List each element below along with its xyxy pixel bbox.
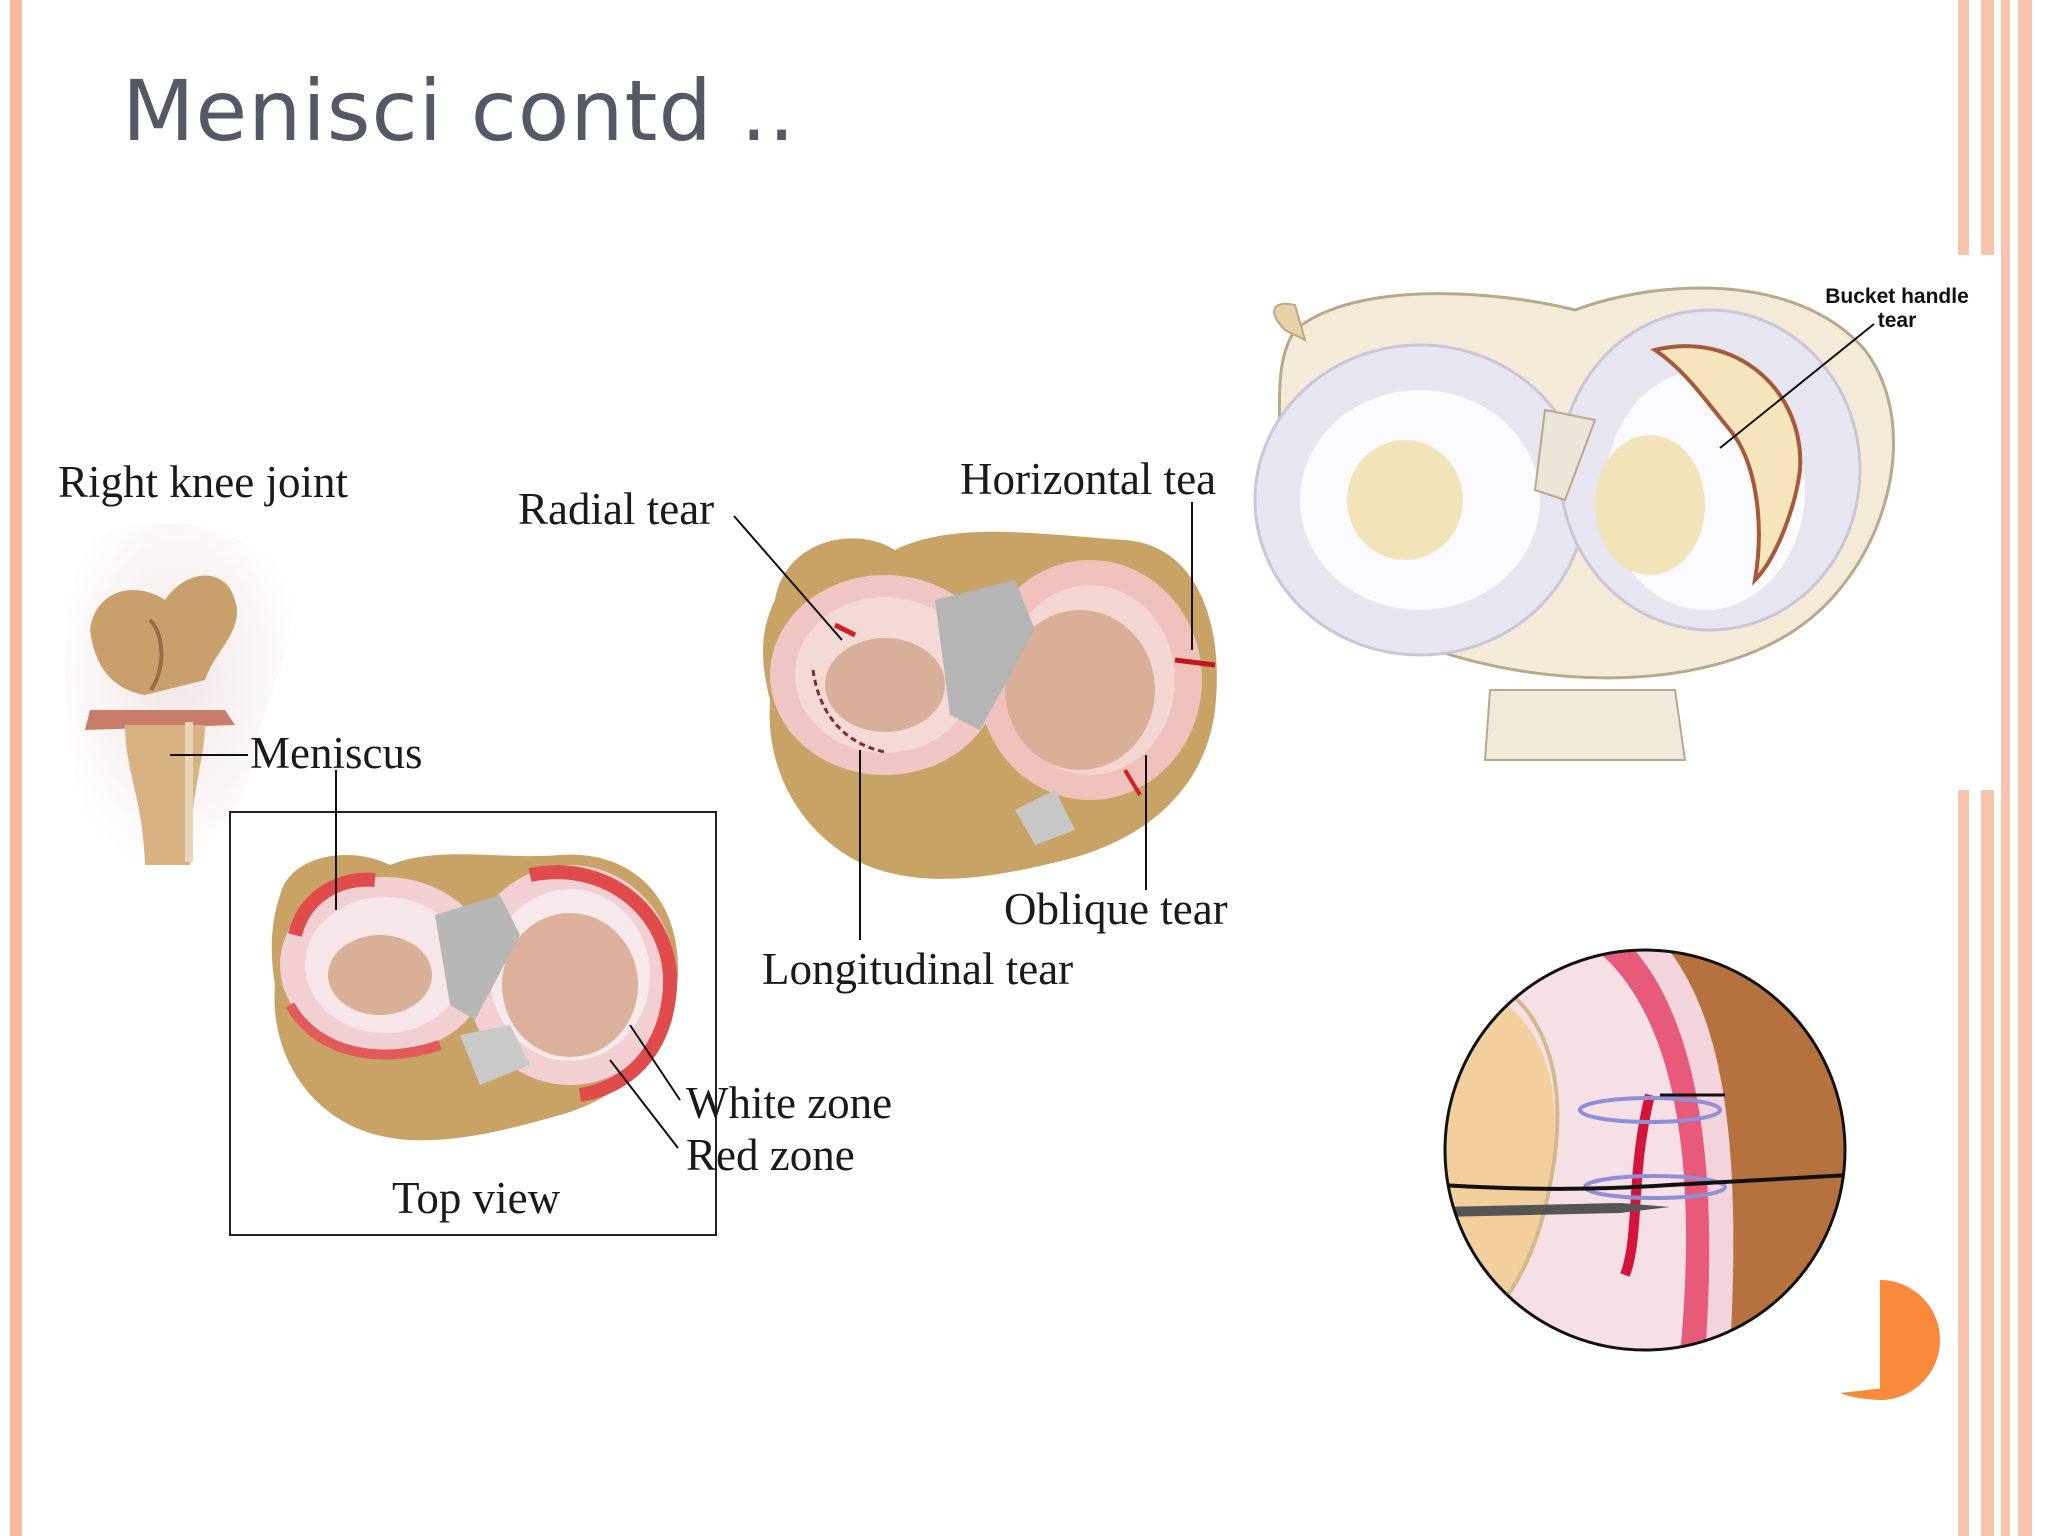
label-oblique-tear: Oblique tear <box>1004 884 1228 934</box>
label-radial-tear: Radial tear <box>518 484 715 534</box>
meniscus-top-view-illustration <box>271 854 679 1141</box>
label-longitudinal-tear: Longitudinal tear <box>762 944 1074 994</box>
tear-types-illustration <box>763 531 1217 879</box>
meniscus-pointer <box>170 754 248 756</box>
slide-title: Menisci contd .. <box>122 62 796 160</box>
label-bucket-handle-line2: tear <box>1877 309 1917 332</box>
label-white-zone: White zone <box>686 1078 893 1128</box>
tear-types-pointers <box>733 502 1193 940</box>
right-accent-bar-3 <box>2001 0 2010 1536</box>
knee-joint-illustration <box>65 523 291 865</box>
label-right-knee-joint: Right knee joint <box>58 457 348 507</box>
right-accent-bar-4 <box>2018 0 2032 1536</box>
left-accent-bar <box>10 0 22 1536</box>
bucket-handle-illustration <box>1253 286 1895 761</box>
meniscus-repair-illustration <box>1443 948 1847 1352</box>
top-view-pointers <box>335 770 681 1149</box>
label-meniscus: Meniscus <box>250 728 423 778</box>
top-view-frame <box>229 811 717 1236</box>
label-bucket-handle-line1: Bucket handle <box>1825 285 1969 308</box>
label-bucket-handle-tear: Bucket handle tear <box>1797 285 1997 333</box>
label-top-view: Top view <box>392 1173 561 1223</box>
orange-half-circle-decoration <box>1840 1280 1940 1400</box>
bucket-handle-pointer <box>1719 323 1875 449</box>
label-red-zone: Red zone <box>686 1130 855 1180</box>
label-horizontal-tear: Horizontal tea <box>960 454 1217 504</box>
